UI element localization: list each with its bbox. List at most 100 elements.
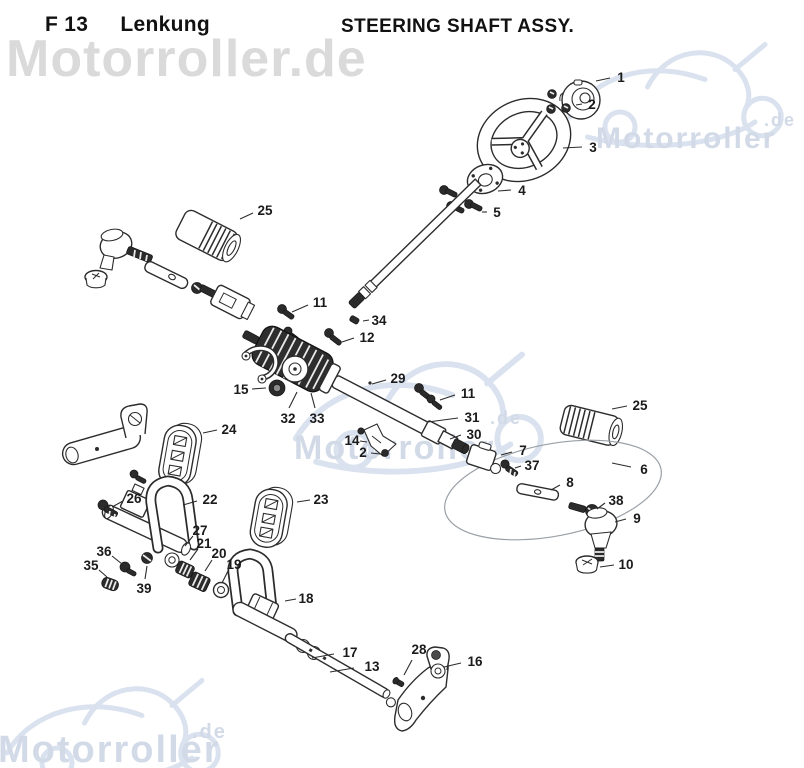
callout-leader-25: [239, 212, 254, 220]
watermark-bottom-left: Motorroller .de: [0, 681, 227, 768]
callout-3: 3: [589, 140, 597, 155]
callout-leader-38: [596, 502, 606, 510]
callout-31: 31: [464, 410, 480, 425]
part-pin-28: [392, 677, 405, 687]
callout-leader-4: [497, 189, 512, 192]
part-bushing-20: [188, 571, 211, 592]
callout-leader-26: [111, 500, 124, 508]
figure-title-english: STEERING SHAFT ASSY.: [341, 16, 575, 37]
callout-28: 28: [411, 642, 427, 657]
callout-leader-21: [189, 548, 199, 561]
callout-leader-12: [341, 337, 355, 343]
callout-12: 12: [359, 330, 374, 345]
part-stirrup-22: [145, 475, 200, 554]
callout-leader-24: [202, 429, 218, 434]
callout-7: 7: [519, 443, 527, 458]
watermark-text: Motorroller: [596, 122, 776, 155]
callout-34: 34: [371, 313, 387, 328]
watermark-text: Motorroller: [0, 729, 221, 768]
callout-leader-16: [443, 662, 462, 668]
part-bracket-16: [393, 646, 450, 732]
callout-leader-8: [550, 484, 561, 491]
callout-leader-35: [98, 569, 108, 578]
watermark-top-left: Motorroller.de: [6, 30, 367, 88]
watermark-suffix: .de: [764, 110, 796, 130]
callout-leader-11: [291, 304, 309, 313]
part-stirrup-lower: [227, 548, 278, 617]
callout-17: 17: [342, 645, 357, 660]
part-bolt-26: [97, 499, 119, 520]
callout-19: 19: [226, 557, 241, 572]
callout-11: 11: [461, 386, 476, 401]
part-coupler-7: [465, 441, 502, 475]
part-tube-mark-29: [368, 381, 372, 385]
figure-title-german: Lenkung: [120, 13, 210, 36]
part-tie-rod-end-left: [84, 228, 153, 289]
part-bolt-11-right: [414, 383, 443, 410]
callout-1: 1: [617, 70, 625, 85]
callout-22: 22: [202, 492, 217, 507]
callout-4: 4: [518, 183, 526, 198]
callout-leader-2: [575, 103, 583, 106]
callout-2: 2: [359, 445, 367, 460]
callout-24: 24: [221, 422, 237, 437]
callout-leader-7: [500, 451, 513, 456]
callout-2: 2: [588, 97, 596, 112]
callout-25: 25: [632, 398, 648, 413]
callout-leader-23: [296, 499, 311, 503]
part-rod-17: [284, 633, 396, 708]
callout-leader-37: [514, 465, 522, 469]
part-nut-39: [141, 552, 153, 564]
callout-32: 32: [280, 411, 295, 426]
part-clamp-bracket: [241, 345, 279, 384]
callout-23: 23: [313, 492, 329, 507]
callout-10: 10: [618, 557, 633, 572]
part-tie-rod-8: [516, 483, 560, 501]
part-bolt-37: [500, 459, 519, 478]
part-steering-shaft: [348, 178, 482, 309]
part-rack-mount-eye: [281, 355, 309, 383]
callout-39: 39: [136, 581, 151, 596]
callout-leader-9: [614, 518, 627, 523]
part-group-outline-6: [444, 439, 662, 541]
callout-leader-13: [329, 667, 355, 673]
callout-leader-20: [204, 559, 213, 572]
callout-leader-14: [359, 440, 368, 443]
callout-13: 13: [364, 659, 380, 674]
callout-leader-1: [595, 77, 611, 82]
part-plug-35: [101, 577, 119, 592]
callout-18: 18: [298, 591, 314, 606]
part-pedal-pad-23: [249, 486, 294, 548]
callout-29: 29: [390, 371, 405, 386]
callout-15: 15: [233, 382, 249, 397]
callout-leader-19: [221, 570, 229, 584]
callout-leader-17: [311, 653, 335, 659]
part-pivot-tube-upper: [101, 483, 188, 553]
callout-37: 37: [524, 458, 539, 473]
watermark-right: Motorroller .de: [570, 45, 796, 155]
part-bushing-21: [175, 560, 195, 579]
watermark-text: Motorroller.de: [6, 30, 367, 88]
callout-35: 35: [83, 558, 99, 573]
part-washer-ring: [164, 552, 180, 568]
callout-leader-10: [599, 564, 615, 568]
part-nut-10: [575, 555, 599, 574]
part-tie-rod-left: [144, 260, 203, 294]
callout-leader-31: [427, 417, 459, 423]
part-boot-left: [175, 209, 242, 263]
part-collar-27: [180, 542, 192, 556]
part-boot-right: [559, 404, 624, 447]
callout-leader-3: [562, 146, 583, 149]
figure-code: F 13: [45, 13, 89, 36]
callout-leader-28: [403, 659, 413, 676]
watermark-suffix: .de: [192, 721, 227, 743]
callout-38: 38: [608, 493, 624, 508]
callout-leader-6: [611, 462, 632, 468]
callout-leader-22: [182, 500, 198, 506]
part-tie-rod-end-right: [568, 502, 618, 562]
part-washer-19: [212, 581, 230, 599]
callout-8: 8: [566, 475, 574, 490]
callout-leader-15: [251, 387, 267, 390]
part-pedal-pad-24: [158, 422, 203, 487]
